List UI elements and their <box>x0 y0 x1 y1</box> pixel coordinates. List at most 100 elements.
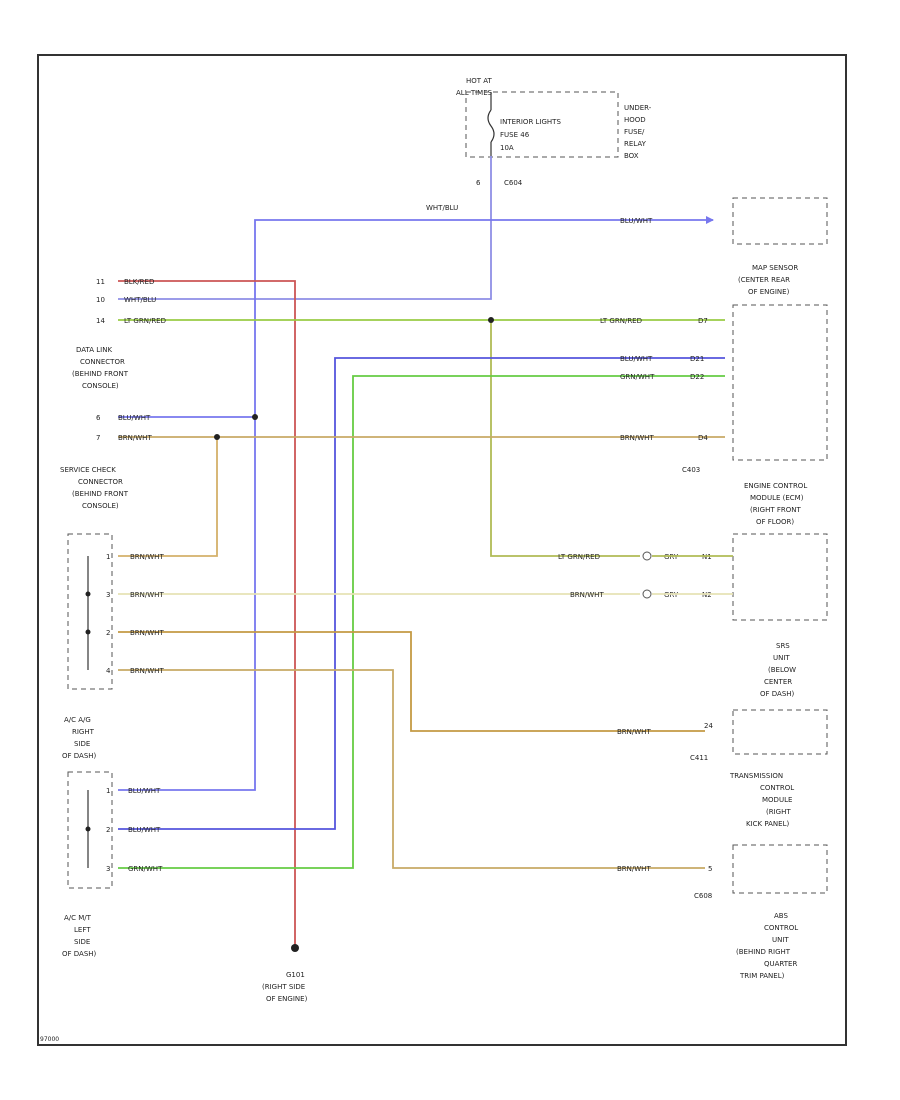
fuse-hot-at-label: HOT AT <box>466 77 493 85</box>
fuse-box-outline <box>465 91 619 158</box>
at-box-outline <box>67 771 113 889</box>
tcm-pin: 5 <box>708 865 712 873</box>
at-label-2: RIGHT <box>72 728 95 736</box>
scs-label-2: CONNECTOR <box>78 478 123 486</box>
label-brn-wht-low: BRN/WHT <box>570 591 604 599</box>
at-label-4: OF DASH) <box>62 752 97 760</box>
abs-label-3: UNIT <box>772 936 789 944</box>
dlc-pin-6: 6 <box>96 414 101 422</box>
wire-lt-grn-red-down <box>490 320 640 557</box>
splice-dot <box>488 317 494 323</box>
ecm-top-box <box>732 304 828 461</box>
at-wire-1: BLU/WHT <box>128 787 161 795</box>
at-label-3: SIDE <box>74 740 90 748</box>
abs-unit: ABS CONTROL UNIT (BEHIND RIGHT QUARTER T… <box>736 912 798 980</box>
scs-box-outline <box>67 533 113 690</box>
ground-point: G101 (RIGHT SIDE OF ENGINE) <box>262 944 308 1003</box>
ecm-gry-label-2: GRY <box>664 591 679 599</box>
ecm-label-1: ENGINE CONTROL <box>744 482 807 490</box>
at-label-1: A/C A/G <box>64 716 91 724</box>
at-node <box>85 826 91 832</box>
scs-wire-1: BRN/WHT <box>130 553 164 561</box>
dlc-wire-6: BLU/WHT <box>118 414 151 422</box>
mt-label-3: SIDE <box>74 938 90 946</box>
label-brn-wht-abs: BRN/WHT <box>617 865 651 873</box>
scs-pin-1: 1 <box>106 553 110 561</box>
dlc-label-4: CONSOLE) <box>82 382 119 390</box>
ground-icon <box>291 944 299 952</box>
tcm-connector-label: C608 <box>694 892 712 900</box>
fuse-name-label: INTERIOR LIGHTS <box>500 118 561 126</box>
tcm-label-3: MODULE <box>762 796 792 804</box>
mt-label-2: LEFT <box>74 926 91 934</box>
at-pin-3: 3 <box>106 865 110 873</box>
scs-wire-3: BRN/WHT <box>130 591 164 599</box>
scs-pin-2: 2 <box>106 629 110 637</box>
tcm-label-5: KICK PANEL) <box>746 820 789 828</box>
scs-pin-4: 4 <box>106 667 111 675</box>
wire-brn-wht-abs <box>118 669 705 869</box>
top-right-component <box>706 197 828 245</box>
wire-grn-wht-ecm <box>118 375 725 869</box>
srs-label-3: (BELOW <box>768 666 796 674</box>
ground-label-2: (RIGHT SIDE <box>262 983 305 991</box>
diagram-frame <box>37 54 847 1046</box>
wire-labels: WHT/BLU BLU/WHT LT GRN/RED BLU/WHT GRN/W… <box>426 204 655 873</box>
wire-brn-wht-scs <box>118 437 218 557</box>
dlc-label-1: DATA LINK <box>76 346 112 354</box>
fuse-box-label-5: BOX <box>624 152 639 160</box>
srs-label-1: SRS <box>776 642 790 650</box>
fuse-all-times-label: ALL TIMES <box>456 89 493 97</box>
tcm-unit: TRANSMISSION CONTROL MODULE (RIGHT KICK … <box>694 772 828 900</box>
srs-label-4: CENTER <box>764 678 792 686</box>
dlc-wire-10: WHT/BLU <box>124 296 156 304</box>
wire-brn-wht-srs <box>118 631 705 732</box>
ecm-pin-d21: D21 <box>690 355 704 363</box>
ground-label-1: G101 <box>286 971 305 979</box>
map-label-2: (CENTER REAR <box>738 276 790 284</box>
wire-wht-blu-fuse <box>118 156 492 300</box>
label-wht-blu-top: WHT/BLU <box>426 204 458 212</box>
abs-label-6: TRIM PANEL) <box>739 972 785 980</box>
connector-icon <box>642 589 652 599</box>
fuse-connector-label: C604 <box>504 179 523 187</box>
srs-connector-label: C411 <box>690 754 708 762</box>
ecm-connector-label: C403 <box>682 466 700 474</box>
dlc-pin-7: 7 <box>96 434 100 442</box>
scs-node <box>85 629 91 635</box>
scs-label-1: SERVICE CHECK <box>60 466 116 474</box>
scs-wire-2: BRN/WHT <box>130 629 164 637</box>
arrow-icon <box>706 216 714 224</box>
fuse-number-label: FUSE 46 <box>500 131 530 139</box>
label-lt-grn-red-right: LT GRN/RED <box>600 317 642 325</box>
top-right-box <box>732 197 828 245</box>
fuse-box-label-3: FUSE/ <box>624 128 645 136</box>
dlc-wire-7: BRN/WHT <box>118 434 152 442</box>
at-wire-3: GRN/WHT <box>128 865 163 873</box>
dlc-wire-11: BLK/RED <box>124 278 154 286</box>
connector-icon <box>642 551 652 561</box>
map-sensor: MAP SENSOR (CENTER REAR OF ENGINE) <box>738 264 798 296</box>
abs-label-1: ABS <box>774 912 788 920</box>
ecm-gry-label-1: GRY <box>664 553 679 561</box>
scs-node <box>85 591 91 597</box>
mt-label-1: A/C M/T <box>64 914 92 922</box>
srs-label-5: OF DASH) <box>760 690 795 698</box>
scs-label-3: (BEHIND FRONT <box>72 490 129 498</box>
ecm-lower-connector: GRY GRY N1 N2 <box>642 533 828 621</box>
service-check-connector: SERVICE CHECK CONNECTOR (BEHIND FRONT CO… <box>60 466 164 690</box>
at-connector: A/C A/G RIGHT SIDE OF DASH) 1 2 3 BLU/WH… <box>62 716 163 958</box>
at-pin-2: 2 <box>106 826 110 834</box>
map-label-1: MAP SENSOR <box>752 264 798 272</box>
label-grn-wht-mid: GRN/WHT <box>620 373 655 381</box>
dlc-label-2: CONNECTOR <box>80 358 125 366</box>
fuse-block: HOT AT ALL TIMES INTERIOR LIGHTS FUSE 46… <box>456 77 652 187</box>
label-blu-wht-top: BLU/WHT <box>620 217 653 225</box>
ecm-lower-box <box>732 533 828 621</box>
ecm-label-2: MODULE (ECM) <box>750 494 804 502</box>
srs-box <box>732 709 828 755</box>
ecm-pin-d22: D22 <box>690 373 704 381</box>
fuse-rating-label: 10A <box>500 144 514 152</box>
ecm-label-4: OF FLOOR) <box>756 518 794 526</box>
